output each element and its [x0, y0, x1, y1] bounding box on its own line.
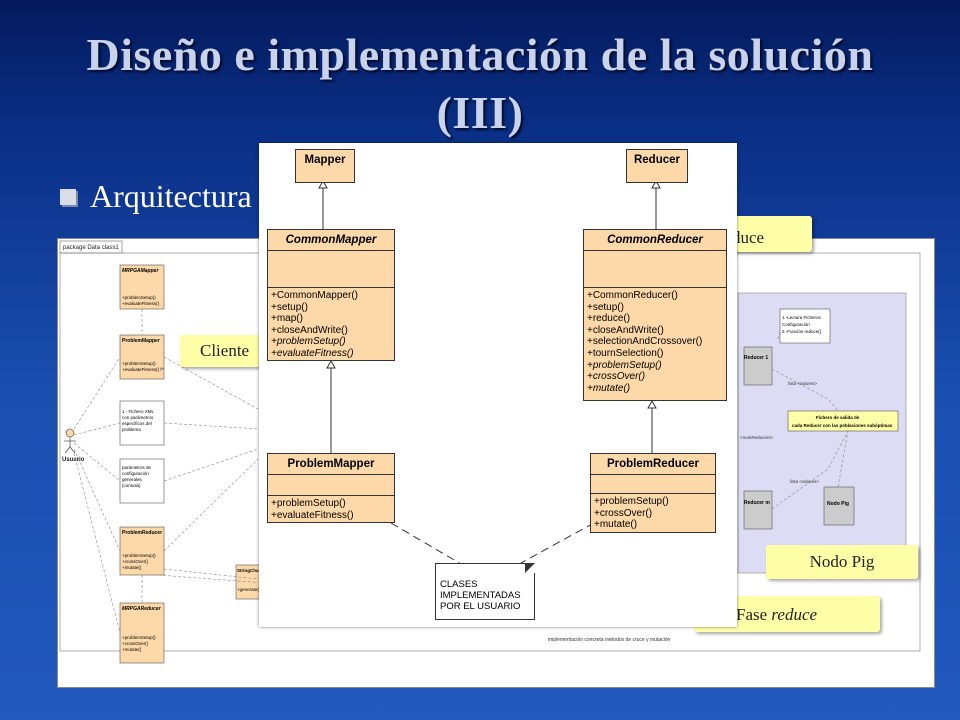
svg-text:lista <valores>: lista <valores> [788, 381, 817, 386]
svg-text:generales: generales [122, 477, 143, 482]
background-diagram-canvas: package Data class1 Usuario MRPGAMapper … [59, 240, 921, 664]
note-fold-icon [525, 563, 535, 573]
class-mapper: Mapper [295, 149, 355, 183]
svg-text:2.-Función reduce(): 2.-Función reduce() [782, 329, 822, 334]
bg-node-pig: Nodo Pig [823, 486, 855, 526]
bg-class-problemreducer: ProblemReducer +problemSetup() +crossOve… [119, 526, 165, 576]
svg-text:parámetros de: parámetros de [122, 465, 152, 470]
svg-text:<numReducers>: <numReducers> [740, 435, 774, 440]
svg-text:Reducer 1: Reducer 1 [744, 355, 768, 361]
bg-node-reducer1: Reducer 1 [743, 346, 773, 386]
svg-text:+evaluateFitness(): +evaluateFitness() [122, 301, 160, 306]
bullet-text: Arquitectura [90, 178, 252, 214]
svg-text:+mutate(): +mutate() [122, 647, 142, 652]
svg-text:+crossOver(): +crossOver() [122, 641, 149, 646]
bg-class-mrpgareducer: MRPGAReducer +problemSetup() +crossOver(… [119, 602, 165, 664]
svg-text:Reducer m: Reducer m [744, 500, 770, 506]
svg-text:(consola): (consola) [122, 483, 141, 488]
bg-right-dependencies [771, 330, 849, 510]
svg-text:+crossOver(): +crossOver() [122, 559, 149, 564]
svg-text:MRPGAReducer: MRPGAReducer [122, 606, 162, 612]
bg-note-output: Fichero de salida de cada Reducer con la… [787, 410, 899, 432]
svg-text:MRPGAMapper: MRPGAMapper [122, 268, 159, 274]
svg-text:específicos del: específicos del [122, 421, 152, 426]
bg-note-config: parámetros de configuración generales (c… [119, 458, 165, 504]
actor-label: Usuario [62, 457, 85, 463]
svg-text:+problemSetup(): +problemSetup() [122, 361, 156, 366]
bg-note-xml: 1 - Fichero XML con parámetros específic… [119, 400, 165, 446]
class-problemreducer: ProblemReducer +problemSetup() +crossOve… [590, 453, 716, 533]
commonreducer-operations: +CommonReducer() +setup() +reduce() +clo… [587, 290, 703, 394]
bg-node-reducerm: Reducer m [743, 490, 773, 530]
problemreducer-operations: +problemSetup() +crossOver() +mutate() [594, 496, 669, 531]
callout-cliente: Cliente [180, 335, 270, 367]
note-clases-implementadas: CLASES IMPLEMENTADAS POR EL USUARIO [435, 563, 535, 620]
svg-text:configuración: configuración [122, 471, 149, 476]
bg-footer-label: implementación concreta métodos de cruce… [548, 637, 671, 643]
svg-text:con parámetros: con parámetros [122, 415, 154, 420]
bullet-arquitectura: Arquitectura [60, 178, 252, 215]
svg-text:Configuración: Configuración [782, 322, 810, 327]
class-problemmapper: ProblemMapper +problemSetup() +evaluateF… [267, 453, 395, 523]
class-commonmapper: CommonMapper +CommonMapper() +setup() +m… [267, 229, 395, 361]
svg-text:ProblemReducer: ProblemReducer [122, 530, 162, 536]
actor-usuario-icon [64, 428, 76, 454]
problemmapper-operations: +problemSetup() +evaluateFitness() [271, 498, 354, 521]
svg-text:+problemSetup(): +problemSetup() [122, 635, 156, 640]
svg-text:lista <valores>: lista <valores> [790, 479, 819, 484]
svg-text:+problemSetup(): +problemSetup() [122, 295, 156, 300]
svg-text:+evaluateFitness() f^: +evaluateFitness() f^ [122, 367, 165, 372]
svg-text:1.-Lectura Ficheros: 1.-Lectura Ficheros [782, 315, 822, 320]
svg-text:StringCha: StringCha [237, 568, 259, 573]
svg-text:+problemSetup(): +problemSetup() [122, 553, 156, 558]
class-commonreducer: CommonReducer +CommonReducer() +setup() … [583, 229, 727, 401]
svg-text:1 - Fichero XML: 1 - Fichero XML [122, 409, 155, 414]
svg-text:cada Reducer con las poblacion: cada Reducer con las poblaciones subópti… [792, 423, 893, 428]
callout-nodo-pig: Nodo Pig [766, 545, 918, 579]
class-reducer: Reducer [626, 149, 688, 183]
svg-text:+generate(: +generate( [237, 587, 259, 592]
bg-class-problemmapper: ProblemMapper +problemSetup() +evaluateF… [119, 334, 165, 380]
callout-fase-reduce-top: duce [728, 216, 812, 252]
package-label: package Data class1 [63, 245, 119, 251]
svg-text:+mutate(): +mutate() [122, 565, 142, 570]
svg-text:ProblemMapper: ProblemMapper [122, 338, 160, 344]
svg-text:Fichero de salida de: Fichero de salida de [816, 415, 860, 420]
bg-note-lectura: 1.-Lectura Ficheros Configuración 2.-Fun… [779, 308, 831, 344]
svg-text:problema: problema [122, 427, 141, 432]
svg-text:Nodo Pig: Nodo Pig [827, 501, 849, 507]
bullet-square-icon [60, 188, 76, 205]
bg-class-mrpgamapper: MRPGAMapper +problemSetup() +evaluateFit… [119, 264, 165, 310]
commonmapper-operations: +CommonMapper() +setup() +map() +closeAn… [271, 290, 358, 359]
slide-title: Diseño e implementación de la solución (… [86, 29, 874, 138]
zoomed-class-diagram: Mapper Reducer CommonMapper +CommonMappe… [259, 143, 737, 627]
